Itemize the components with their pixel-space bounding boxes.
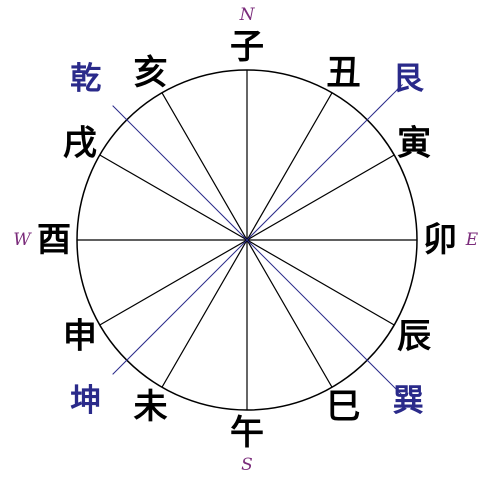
trigram-line (112, 105, 403, 396)
branch-label: 亥 (134, 53, 168, 93)
trigram-label: 乾 (70, 61, 101, 97)
branch-label: 巳 (327, 387, 361, 427)
branch-label: 寅 (397, 124, 431, 164)
trigram-diagonals (112, 84, 403, 396)
branch-label: 卯 (423, 220, 457, 260)
branch-spokes (77, 70, 417, 410)
trigram-line (112, 84, 403, 375)
branch-label: 午 (230, 413, 264, 453)
trigram-label: 坤 (70, 383, 101, 419)
branch-label: 丑 (327, 53, 361, 93)
branch-label: 未 (134, 387, 168, 427)
branch-label: 戌 (63, 124, 97, 164)
trigram-labels: 艮巽 坤 乾 (70, 61, 424, 419)
trigram-label: 艮 (393, 61, 425, 97)
branch-label: 酉 (37, 220, 71, 260)
direction-label: W (13, 230, 32, 250)
branch-label: 子 (230, 27, 264, 67)
direction-label: S (241, 455, 253, 475)
trigram-label: 巽 (393, 383, 424, 419)
branch-label: 申 (63, 317, 97, 357)
direction-labels: N E S W (13, 5, 479, 475)
direction-label: E (465, 230, 479, 250)
direction-label: N (239, 5, 256, 25)
branch-label: 辰 (397, 317, 431, 357)
